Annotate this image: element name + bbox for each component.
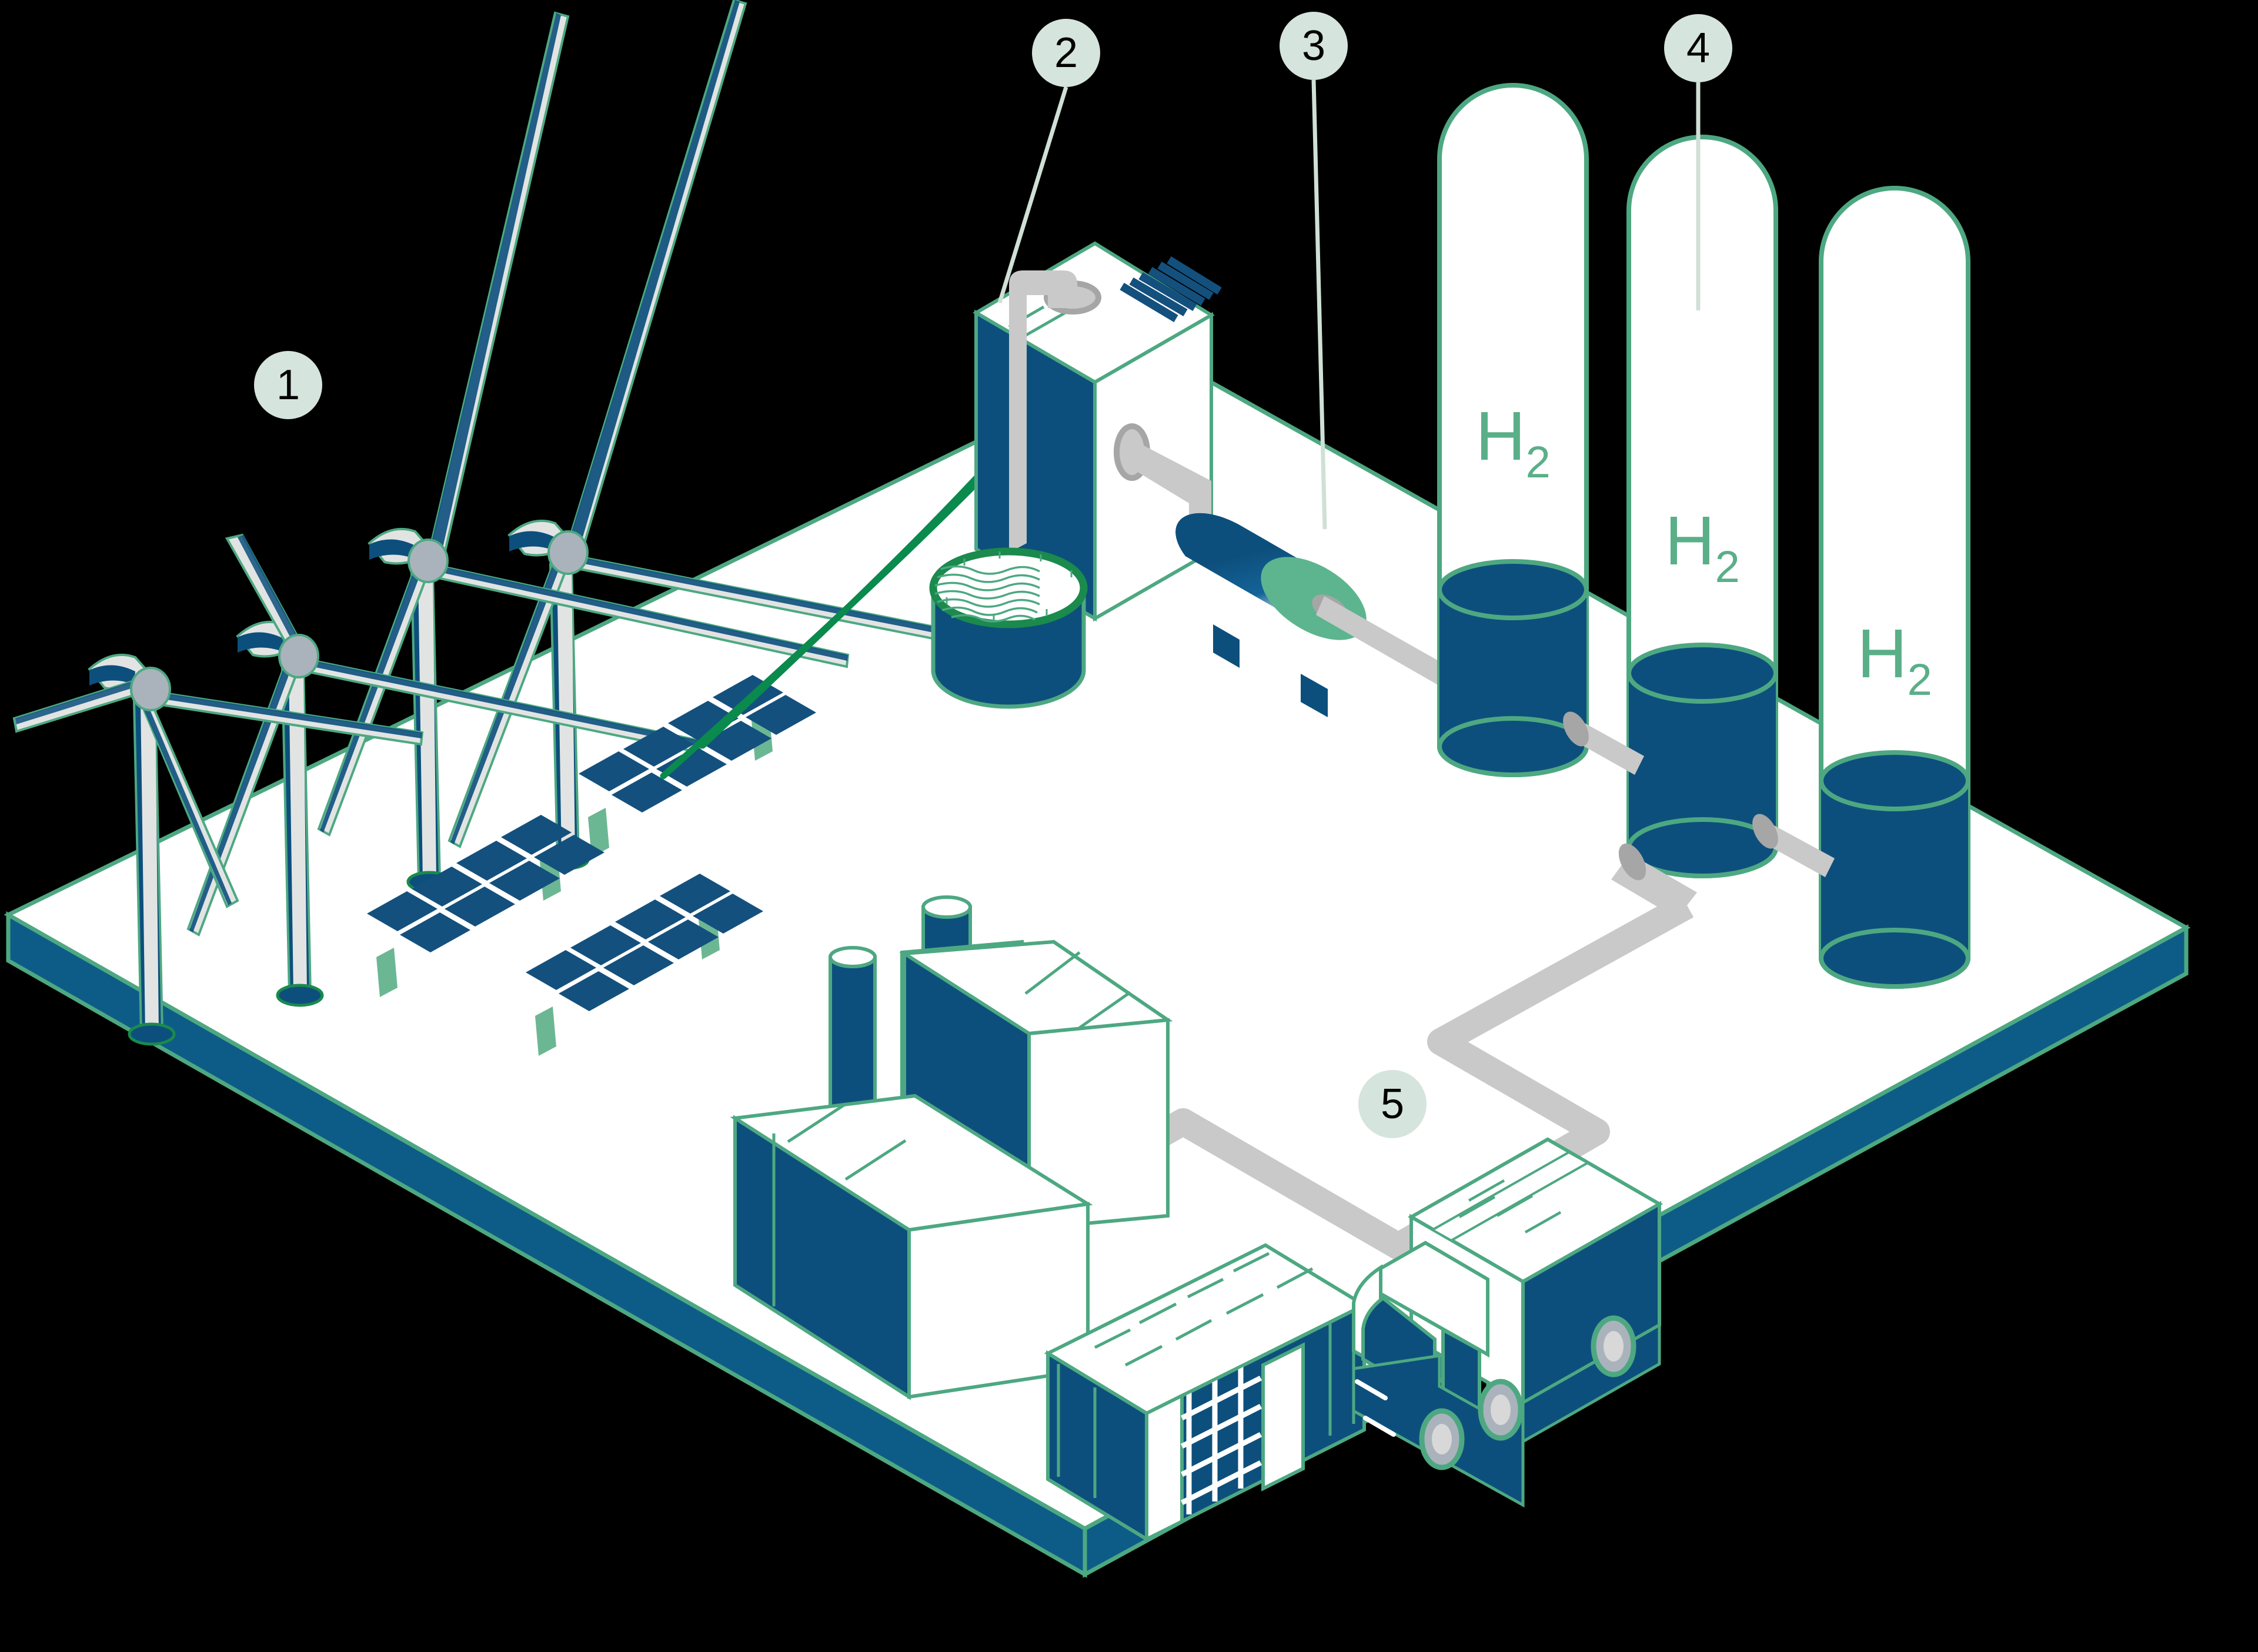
- wind-turbine-3: [317, 11, 850, 893]
- water-intake-tank: [929, 547, 1088, 709]
- callout-badge-1-label: 1: [276, 362, 300, 409]
- callout-badge-5-label: 5: [1381, 1081, 1404, 1128]
- callout-badge-4[interactable]: 4: [1664, 14, 1732, 82]
- h2-storage-tank-3: H2: [1819, 186, 1970, 989]
- wind-turbine-1: [12, 653, 424, 1046]
- h2-storage-tank-1: H2: [1437, 83, 1589, 777]
- callout-badge-3-label: 3: [1302, 22, 1325, 69]
- callout-badge-4-label: 4: [1686, 25, 1710, 72]
- hydrogen-delivery-truck: [1352, 1137, 1664, 1508]
- callout-badges[interactable]: 1 2 3 4 5: [254, 12, 1732, 1138]
- callout-badge-3[interactable]: 3: [1280, 12, 1348, 80]
- leader-line-3: [1311, 79, 1327, 530]
- industrial-plant: [730, 895, 1173, 1400]
- tank1-to-tank2-pipe: [1563, 711, 1644, 775]
- vent-slats: [1120, 256, 1222, 323]
- h2-storage-tank-2: H2: [1626, 135, 1778, 878]
- storage-rack-grid: [1180, 1366, 1262, 1514]
- power-cable-lower: [660, 467, 993, 780]
- callout-leader-lines: [997, 79, 1701, 530]
- tank-rim-ticks: [946, 551, 1073, 622]
- tank2-to-tank3-pipe: [1752, 814, 1835, 877]
- solar-panel-array-3: [526, 874, 763, 1056]
- solar-panel-array-2: [367, 815, 604, 997]
- water-inlet-pipe: [1009, 270, 1077, 553]
- leader-line-2: [997, 86, 1068, 304]
- solar-panel-farm: [367, 675, 816, 1056]
- callout-badge-5[interactable]: 5: [1358, 1070, 1427, 1138]
- tank2-downpipe: [1611, 843, 1697, 918]
- h2-label-2: H2: [1665, 502, 1740, 592]
- power-cables: [660, 461, 993, 780]
- callout-badge-1[interactable]: 1: [254, 351, 322, 419]
- callout-badge-2[interactable]: 2: [1032, 19, 1100, 87]
- callout-badge-2-label: 2: [1054, 29, 1078, 76]
